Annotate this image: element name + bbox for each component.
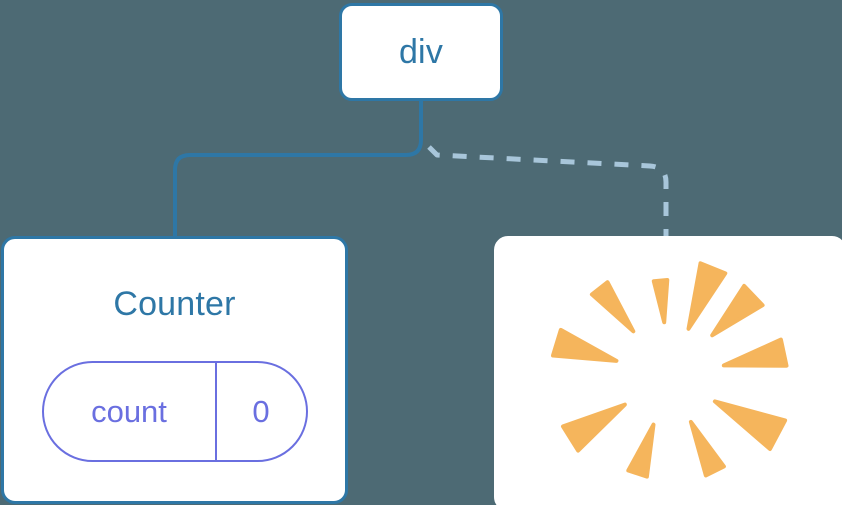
counter-node-title: Counter	[113, 285, 236, 323]
prop-pill-count[interactable]: count 0	[41, 361, 308, 462]
burst-ray-8	[712, 399, 788, 451]
burst-ray-5	[561, 402, 627, 453]
burst-ray-6	[626, 422, 656, 479]
burst-ray-9	[721, 337, 789, 368]
burst-icon	[551, 261, 789, 479]
burst-ray-1	[686, 261, 728, 331]
burst-ray-10	[710, 283, 765, 338]
burst-ray-3	[589, 280, 636, 334]
burst-ray-7	[688, 419, 726, 478]
prop-value: 0	[252, 394, 270, 429]
prop-key: count	[44, 363, 217, 460]
div-node[interactable]: div	[339, 3, 503, 101]
burst-node[interactable]	[494, 236, 842, 505]
burst-ray-2	[651, 278, 670, 325]
div-node-label: div	[398, 33, 444, 71]
counter-node[interactable]: Counter count 0	[1, 236, 348, 504]
burst-ray-4	[551, 327, 619, 363]
